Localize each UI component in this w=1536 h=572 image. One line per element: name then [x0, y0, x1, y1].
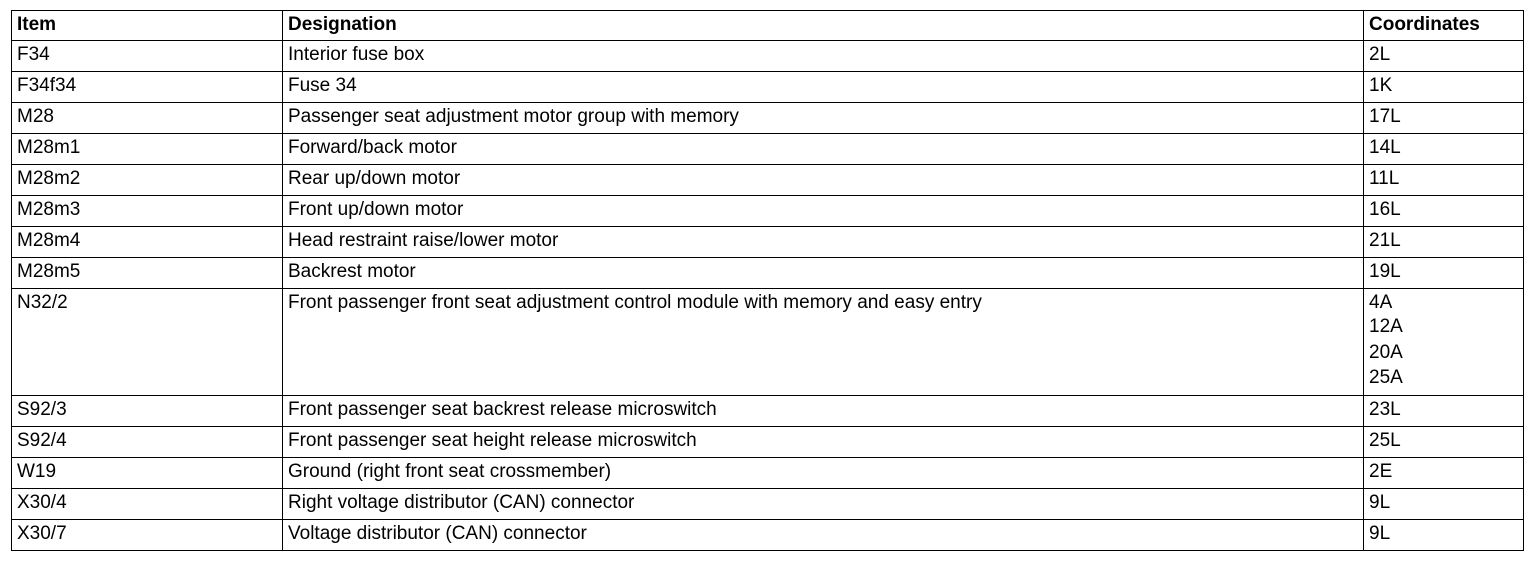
coordinates-cell: 2L [1363, 40, 1524, 72]
item-cell: M28m3 [11, 195, 283, 227]
designation-cell: Front up/down motor [282, 195, 1364, 227]
coordinates-cell: 4A 12A 20A 25A [1363, 288, 1524, 396]
header-designation: Designation [282, 10, 1364, 41]
coordinates-cell: 11L [1363, 164, 1524, 196]
coordinate-value: 17L [1369, 106, 1401, 127]
item-cell: X30/7 [11, 518, 283, 551]
designation-cell: Rear up/down motor [282, 164, 1364, 196]
designation-cell: Backrest motor [282, 257, 1364, 289]
coordinates-cell: 19L [1363, 257, 1524, 289]
item-cell: S92/3 [11, 394, 283, 427]
item-cell: F34f34 [11, 71, 283, 103]
designation-cell: Front passenger front seat adjustment co… [282, 288, 1364, 396]
item-cell: F34 [11, 40, 283, 72]
coordinates-cell: 17L [1363, 102, 1524, 134]
coordinate-value: 4A [1369, 292, 1393, 313]
coordinates-cell: 14L [1363, 133, 1524, 165]
item-cell: M28m5 [11, 257, 283, 289]
coordinates-cell: 1K [1363, 71, 1524, 103]
header-row: Item Designation Coordinates [11, 10, 1524, 41]
coordinate-value: 11L [1369, 168, 1400, 189]
coordinate-value: 14L [1369, 137, 1401, 158]
item-cell: M28m2 [11, 164, 283, 196]
coordinate-value: 19L [1369, 261, 1401, 282]
coordinate-value: 20A [1369, 341, 1403, 363]
coordinates-cell: 9L [1363, 487, 1524, 520]
item-cell: S92/4 [11, 425, 283, 458]
designation-cell: Right voltage distributor (CAN) connecto… [282, 487, 1364, 520]
coordinate-value: 9L [1369, 522, 1391, 544]
coordinate-value: 1K [1369, 75, 1393, 96]
designation-cell: Voltage distributor (CAN) connector [282, 518, 1364, 551]
coordinates-cell: 25L [1363, 425, 1524, 458]
designation-cell: Interior fuse box [282, 40, 1364, 72]
designation-cell: Ground (right front seat crossmember) [282, 456, 1364, 489]
coordinates-cell: 2E [1363, 456, 1524, 489]
coordinate-value: 12A [1369, 316, 1403, 337]
item-cell: W19 [11, 456, 283, 489]
designation-cell: Front passenger seat height release micr… [282, 425, 1364, 458]
item-cell: N32/2 [11, 288, 283, 396]
item-cell: X30/4 [11, 487, 283, 520]
header-coordinates: Coordinates [1363, 10, 1524, 41]
coordinate-value: 16L [1369, 199, 1401, 220]
coordinate-value: 9L [1369, 491, 1391, 513]
coordinate-value: 23L [1369, 398, 1401, 420]
coordinate-value: 2E [1369, 460, 1393, 482]
coordinate-value: 25L [1369, 429, 1401, 451]
coordinates-cell: 23L [1363, 394, 1524, 427]
designation-cell: Fuse 34 [282, 71, 1364, 103]
item-cell: M28m1 [11, 133, 283, 165]
coordinates-cell: 9L [1363, 518, 1524, 551]
designation-cell: Passenger seat adjustment motor group wi… [282, 102, 1364, 134]
designation-cell: Front passenger seat backrest release mi… [282, 394, 1364, 427]
coordinates-cell: 16L [1363, 195, 1524, 227]
item-cell: M28 [11, 102, 283, 134]
designation-cell: Head restraint raise/lower motor [282, 226, 1364, 258]
item-cell: M28m4 [11, 226, 283, 258]
coordinate-value: 21L [1369, 230, 1401, 251]
designation-cell: Forward/back motor [282, 133, 1364, 165]
coordinates-cell: 21L [1363, 226, 1524, 258]
coordinate-value: 2L [1369, 44, 1391, 65]
coordinate-value: 25A [1369, 367, 1403, 388]
header-item: Item [11, 10, 283, 41]
